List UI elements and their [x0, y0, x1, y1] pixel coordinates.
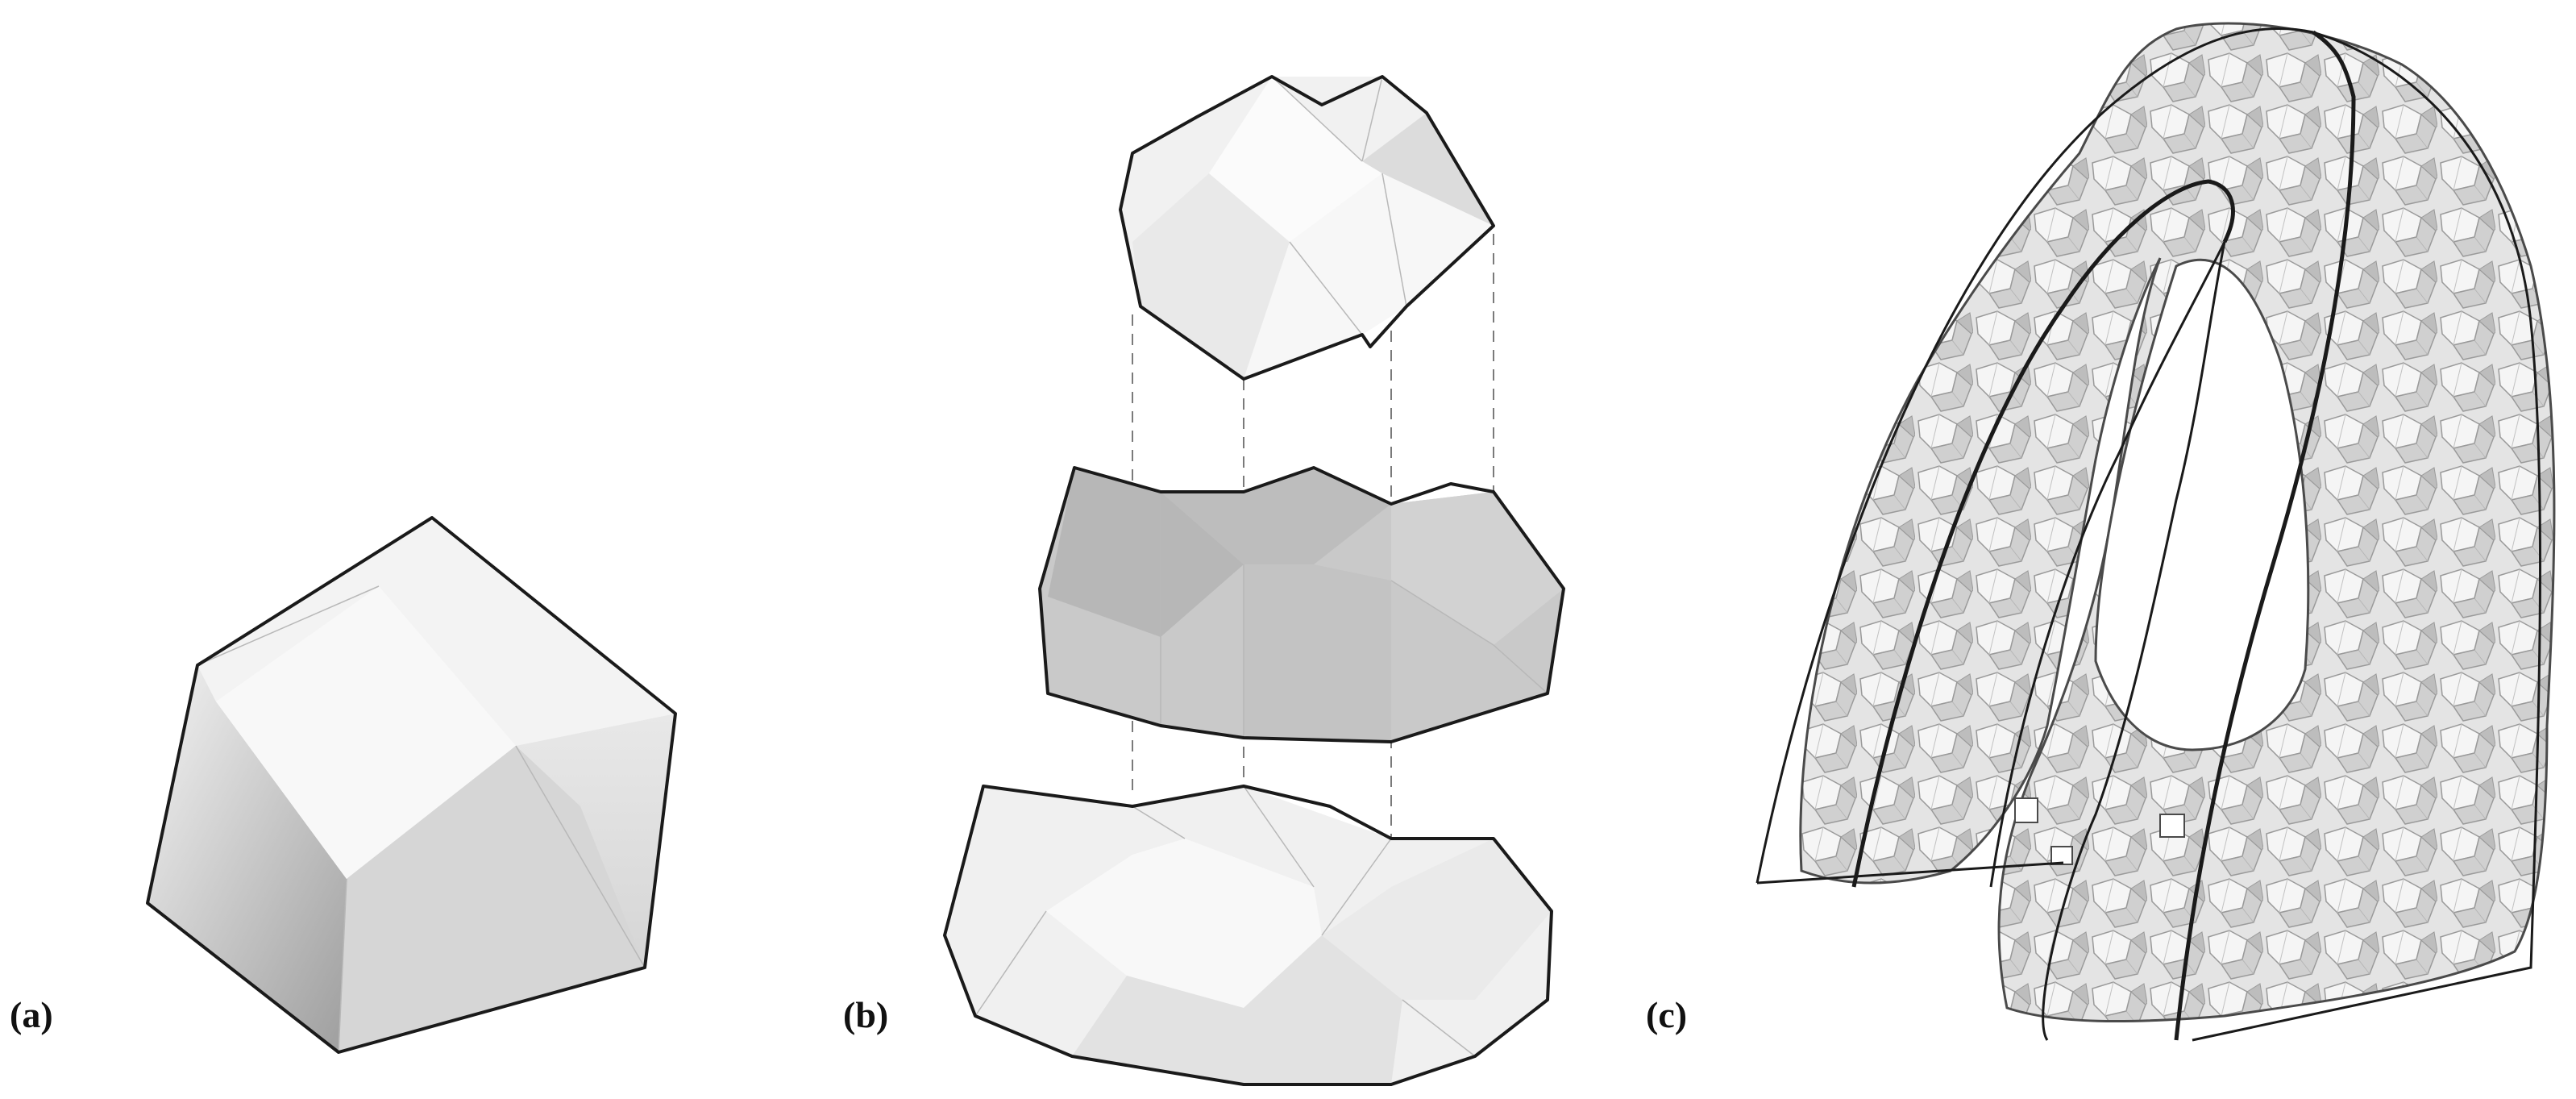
- poly-a-outline: [146, 516, 677, 1054]
- poly-a-front-face: [339, 746, 645, 1052]
- panel-label-b: (b): [843, 994, 889, 1035]
- arch-void: [2050, 846, 2073, 865]
- layer-middle-outline: [1038, 466, 1565, 743]
- arch-mid-curve: [1851, 179, 2235, 888]
- panel-label-c: (c): [1646, 994, 1688, 1035]
- layer-top: [1119, 75, 1495, 381]
- exploded-layers: [943, 75, 1565, 1086]
- layer-bottom-outline: [943, 785, 1553, 1086]
- panel-label-a: (a): [10, 994, 53, 1035]
- arch-assembly: [1755, 22, 2556, 1042]
- arch-void: [2014, 797, 2038, 823]
- arch-inner-curve-left: [1989, 241, 2226, 1041]
- arch-void: [2159, 814, 2185, 838]
- layer-middle: [1038, 466, 1565, 743]
- arch-inner-curve-right: [2174, 30, 2356, 1041]
- poly-a-square-face: [216, 586, 516, 879]
- layer-bottom: [943, 785, 1553, 1086]
- poly-a-left-face: [147, 665, 347, 1052]
- arch-base-line: [1756, 861, 2064, 885]
- polyhedron-single: [146, 516, 677, 1054]
- layer-top-outline: [1119, 75, 1495, 381]
